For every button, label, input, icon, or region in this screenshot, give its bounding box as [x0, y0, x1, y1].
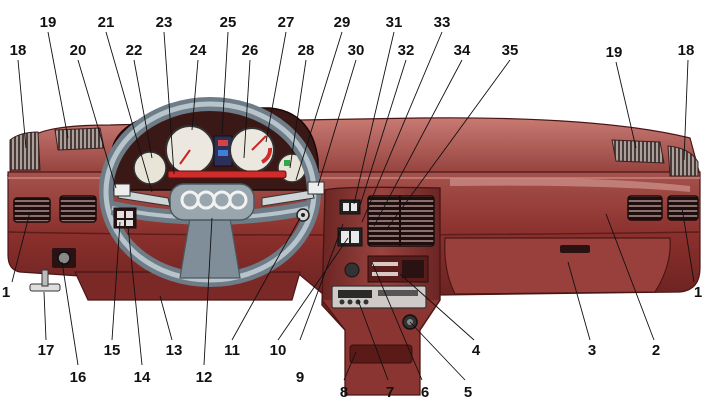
leader-lines: [11, 31, 695, 381]
callout-15: 15: [104, 342, 121, 359]
callout-2: 2: [652, 342, 660, 359]
callout-18-left: 18: [10, 42, 27, 59]
right-top-grille: [611, 139, 665, 164]
right-stalk: [261, 189, 315, 207]
right-side-grille: [667, 145, 699, 177]
callout-labels: 1 1 2 3 4 5 6 7 8 9 10 11 12 13 14 15 16…: [2, 14, 702, 401]
left-stalk-knob: [113, 183, 131, 197]
callout-19-right: 19: [606, 44, 623, 61]
callout-25: 25: [220, 14, 237, 31]
left-top-grille: [54, 127, 105, 151]
callout-30: 30: [348, 42, 365, 59]
instrument-cluster: [111, 107, 319, 191]
callout-8: 8: [340, 384, 348, 401]
callout-27: 27: [278, 14, 295, 31]
console-cubby: [349, 344, 413, 364]
callout-22: 22: [126, 42, 143, 59]
dash-right-trim: [450, 177, 690, 192]
callout-6: 6: [421, 384, 429, 401]
left-side-vent-2: [59, 195, 97, 223]
left-side-grille: [9, 131, 41, 171]
callout-17: 17: [38, 342, 55, 359]
callout-18-right: 18: [678, 42, 695, 59]
callout-3: 3: [588, 342, 596, 359]
callout-19-left: 19: [40, 14, 57, 31]
callout-31: 31: [386, 14, 403, 31]
callout-1-right: 1: [694, 284, 702, 301]
horn-ring-4: [228, 190, 248, 210]
callout-12: 12: [196, 369, 213, 386]
callout-23: 23: [156, 14, 173, 31]
right-side-vent-2: [667, 195, 699, 221]
callout-35: 35: [502, 42, 519, 59]
hood-knob: [57, 251, 71, 265]
callout-20: 20: [70, 42, 87, 59]
right-stalk-knob: [307, 181, 325, 195]
glovebox-handle: [560, 245, 590, 253]
callout-21: 21: [98, 14, 115, 31]
callout-5: 5: [464, 384, 472, 401]
small-gauge-left: [133, 151, 167, 185]
callout-26: 26: [242, 42, 259, 59]
callout-10: 10: [270, 342, 287, 359]
callout-4: 4: [472, 342, 481, 359]
indicator-stripe: [167, 170, 287, 179]
callout-32: 32: [398, 42, 415, 59]
left-side-vent-1: [13, 197, 51, 223]
glovebox: [444, 237, 671, 295]
callout-28: 28: [298, 42, 315, 59]
callout-16: 16: [70, 369, 87, 386]
right-side-vent-1: [627, 195, 663, 221]
callout-9: 9: [296, 369, 304, 386]
callout-1-left: 1: [2, 284, 10, 301]
callout-14: 14: [134, 369, 151, 386]
callout-29: 29: [334, 14, 351, 31]
callout-7: 7: [386, 384, 394, 401]
callout-33: 33: [434, 14, 451, 31]
callout-34: 34: [454, 42, 471, 59]
callout-11: 11: [224, 342, 240, 359]
heater-knob: [344, 262, 360, 278]
callout-24: 24: [190, 42, 207, 59]
callout-13: 13: [166, 342, 183, 359]
